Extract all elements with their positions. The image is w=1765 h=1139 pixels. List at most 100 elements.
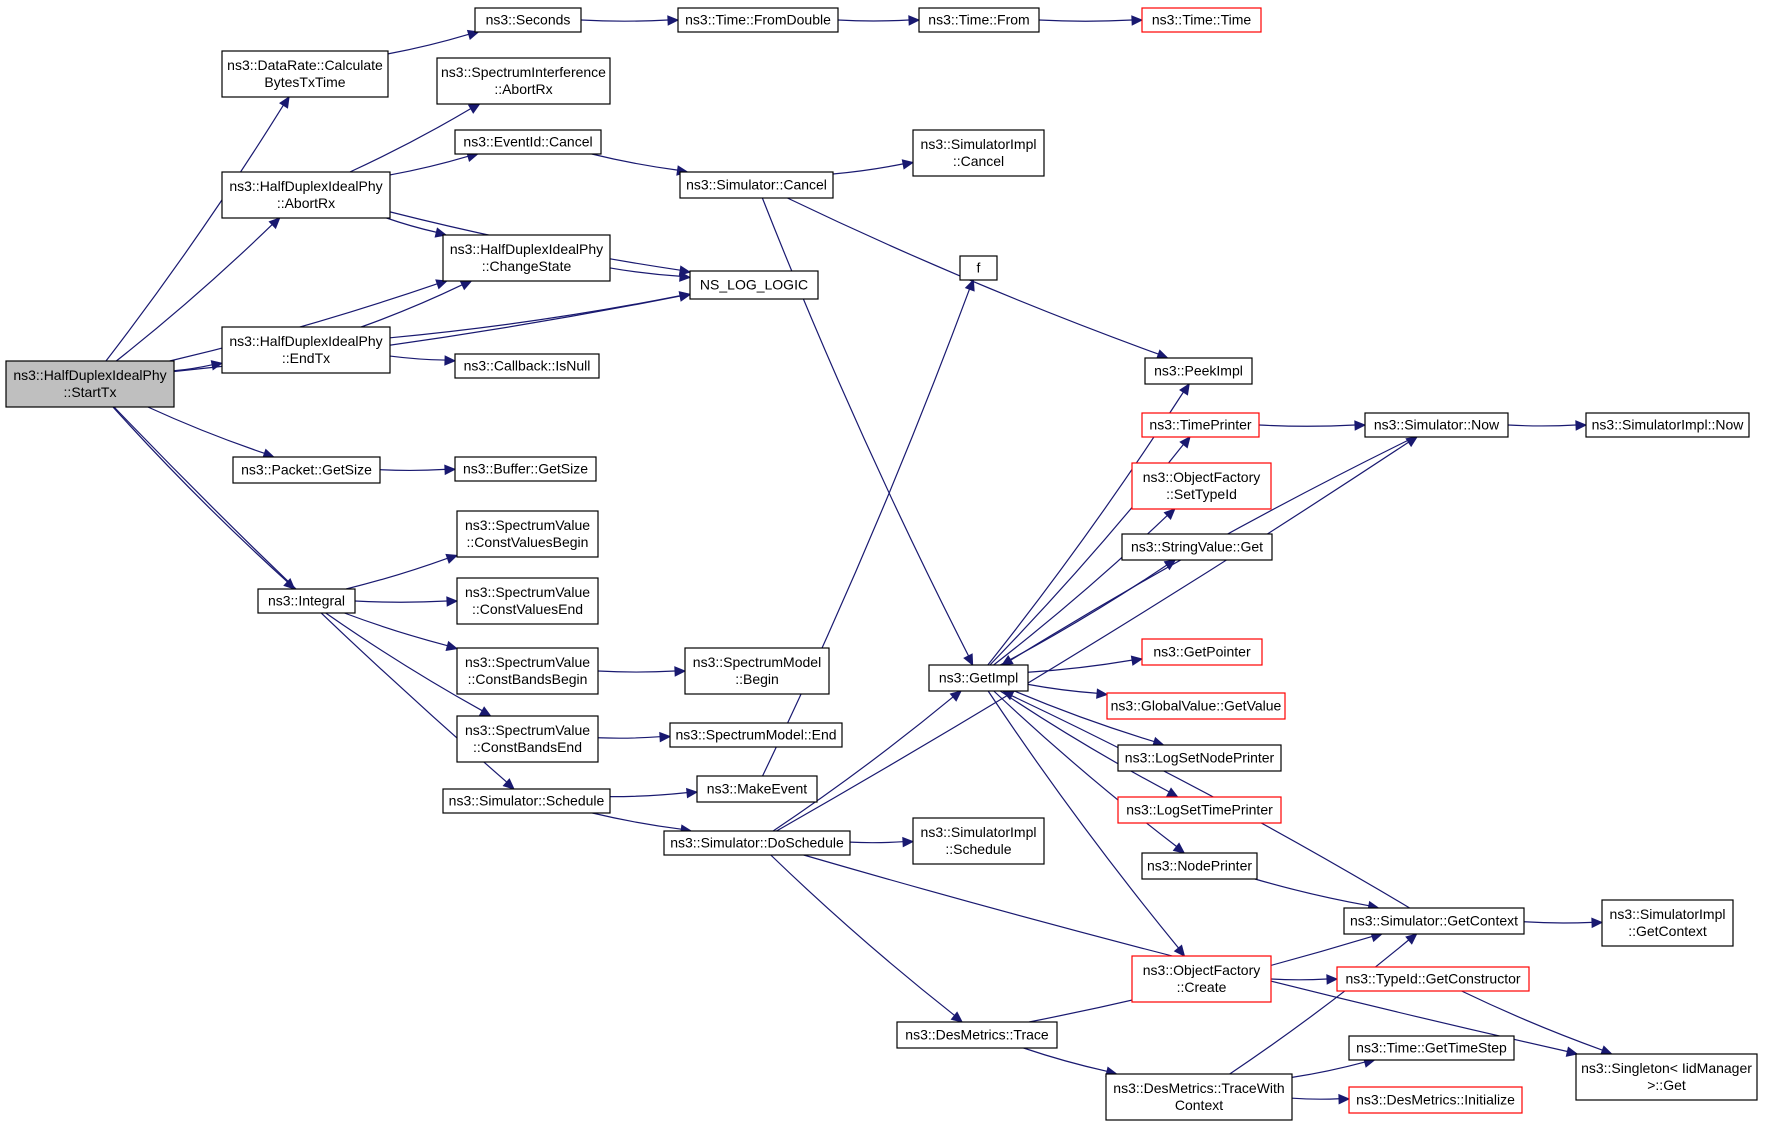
node-label: ns3::HalfDuplexIdealPhy	[229, 333, 382, 349]
node-ns3-simulatorimpl-cancel[interactable]: ns3::SimulatorImpl::Cancel	[912, 129, 1045, 177]
node-ns3-time-fromdouble[interactable]: ns3::Time::FromDouble	[677, 7, 839, 33]
node-label: ns3::SpectrumModel::End	[675, 727, 836, 743]
edge-arrowhead	[1163, 508, 1176, 521]
node-box	[1117, 796, 1282, 824]
edge-line	[344, 612, 448, 647]
node-ns3-makeevent[interactable]: ns3::MakeEvent	[696, 775, 818, 803]
edge-n49-to-n47	[1291, 1057, 1376, 1078]
node-ns-log-logic[interactable]: NS_LOG_LOGIC	[689, 270, 819, 300]
node-ns3-spectrumvalue-constbandsend[interactable]: ns3::SpectrumValue::ConstBandsEnd	[456, 715, 599, 763]
node-ns3-spectrummodel-begin[interactable]: ns3::SpectrumModel::Begin	[684, 647, 830, 695]
node-label: ns3::Buffer::GetSize	[463, 461, 588, 477]
node-f[interactable]: f	[959, 255, 998, 281]
node-label: ns3::GetPointer	[1153, 644, 1251, 660]
node-box	[1117, 744, 1282, 772]
node-label: ns3::PeekImpl	[1154, 363, 1243, 379]
edge-arrowhead	[1000, 655, 1014, 666]
node-ns3-simulator-schedule[interactable]: ns3::Simulator::Schedule	[442, 788, 611, 814]
node-ns3-callback-isnull[interactable]: ns3::Callback::IsNull	[454, 353, 600, 379]
edge-line	[147, 406, 265, 454]
node-box	[1141, 412, 1260, 438]
edge-n39-to-n19	[776, 436, 1419, 832]
node-label: ::Create	[1177, 979, 1227, 995]
edge-arrowhead	[679, 271, 692, 282]
node-ns3-halfduplexidealphy-endtx[interactable]: ns3::HalfDuplexIdealPhy::EndTx	[221, 326, 391, 374]
node-ns3-peekimpl[interactable]: ns3::PeekImpl	[1144, 357, 1253, 385]
node-ns3-simulatorimpl-now[interactable]: ns3::SimulatorImpl::Now	[1585, 412, 1750, 438]
node-ns3-spectrumvalue-constvaluesbegin[interactable]: ns3::SpectrumValue::ConstValuesBegin	[456, 510, 599, 558]
edge-n7-to-n12	[386, 217, 448, 238]
edge-line	[1523, 921, 1593, 924]
node-label: ns3::Time::Time	[1152, 12, 1252, 28]
node-ns3-spectrumvalue-constvaluesend[interactable]: ns3::SpectrumValue::ConstValuesEnd	[456, 577, 599, 625]
node-box	[454, 129, 602, 155]
node-ns3-simulator-getcontext[interactable]: ns3::Simulator::GetContext	[1343, 907, 1525, 935]
node-label: ns3::HalfDuplexIdealPhy	[13, 367, 166, 383]
node-ns3-nodeprinter[interactable]: ns3::NodePrinter	[1141, 852, 1258, 880]
node-ns3-integral[interactable]: ns3::Integral	[257, 588, 356, 614]
node-ns3-time-gettimestep[interactable]: ns3::Time::GetTimeStep	[1348, 1035, 1515, 1061]
node-box	[1106, 692, 1286, 720]
edge-n12-to-n13	[609, 267, 692, 282]
node-ns3-logsetnodeprinter[interactable]: ns3::LogSetNodePrinter	[1117, 744, 1282, 772]
node-ns3-simulatorimpl-getcontext[interactable]: ns3::SimulatorImpl::GetContext	[1601, 899, 1734, 947]
node-ns3-spectrummodel-end[interactable]: ns3::SpectrumModel::End	[669, 722, 843, 748]
edge-line	[1461, 990, 1603, 1051]
edge-line	[387, 33, 469, 55]
node-ns3-desmetrics-trace[interactable]: ns3::DesMetrics::Trace	[896, 1021, 1058, 1049]
node-ns3-timeprinter[interactable]: ns3::TimePrinter	[1141, 412, 1260, 438]
node-ns3-objectfactory-settypeid[interactable]: ns3::ObjectFactory::SetTypeId	[1131, 462, 1272, 510]
edge-line	[389, 155, 469, 176]
node-ns3-simulatorimpl-schedule[interactable]: ns3::SimulatorImpl::Schedule	[912, 817, 1045, 865]
node-ns3-desmetrics-initialize[interactable]: ns3::DesMetrics::Initialize	[1348, 1086, 1523, 1114]
node-box	[456, 715, 599, 763]
node-ns3-time-from[interactable]: ns3::Time::From	[918, 7, 1040, 33]
node-ns3-logsettimeprinter[interactable]: ns3::LogSetTimePrinter	[1117, 796, 1282, 824]
node-label: ns3::DesMetrics::Initialize	[1356, 1092, 1515, 1108]
node-label: ns3::GlobalValue::GetValue	[1111, 698, 1282, 714]
edge-n10-to-n17	[787, 197, 1169, 360]
node-box	[1141, 852, 1258, 880]
node-ns3-objectfactory-create[interactable]: ns3::ObjectFactory::Create	[1131, 955, 1272, 1003]
node-ns3-packet-getsize[interactable]: ns3::Packet::GetSize	[232, 456, 381, 484]
node-ns3-halfduplexidealphy-changestate[interactable]: ns3::HalfDuplexIdealPhy::ChangeState	[442, 234, 611, 282]
edge-arrowhead	[435, 279, 448, 290]
edge-line	[770, 854, 955, 1016]
edge-arrowhead	[268, 217, 281, 230]
node-ns3-getimpl[interactable]: ns3::GetImpl	[928, 664, 1029, 692]
node-ns3-halfduplexidealphy-starttx[interactable]: ns3::HalfDuplexIdealPhy::StartTx	[5, 360, 175, 408]
node-ns3-eventid-cancel[interactable]: ns3::EventId::Cancel	[454, 129, 602, 155]
node-ns3-singleton-iidmanager-get[interactable]: ns3::Singleton< IidManager >::Get	[1575, 1053, 1758, 1101]
node-ns3-globalvalue-getvalue[interactable]: ns3::GlobalValue::GetValue	[1106, 692, 1286, 720]
node-ns3-simulator-doschedule[interactable]: ns3::Simulator::DoSchedule	[663, 830, 851, 856]
edge-n10-to-n31	[761, 197, 974, 667]
node-ns3-seconds[interactable]: ns3::Seconds	[474, 7, 582, 33]
node-box	[669, 722, 843, 748]
edge-arrowhead	[1326, 974, 1339, 985]
node-ns3-buffer-getsize[interactable]: ns3::Buffer::GetSize	[454, 456, 597, 482]
node-ns3-halfduplexidealphy-abortrx[interactable]: ns3::HalfDuplexIdealPhy::AbortRx	[221, 171, 391, 219]
node-ns3-time-time[interactable]: ns3::Time::Time	[1141, 7, 1262, 33]
edge-n31-to-n30	[1027, 655, 1144, 673]
node-ns3-getpointer[interactable]: ns3::GetPointer	[1141, 638, 1263, 666]
node-ns3-simulator-cancel[interactable]: ns3::Simulator::Cancel	[679, 171, 834, 199]
node-ns3-stringvalue-get[interactable]: ns3::StringValue::Get	[1121, 533, 1273, 561]
edge-arrowhead	[1179, 382, 1190, 396]
edge-arrowhead	[674, 666, 687, 677]
node-ns3-typeid-getconstructor[interactable]: ns3::TypeId::GetConstructor	[1336, 966, 1530, 992]
node-ns3-spectruminterference-abortrx[interactable]: ns3::SpectrumInterference::AbortRx	[436, 57, 611, 105]
node-label: ns3::LogSetTimePrinter	[1126, 802, 1273, 818]
node-box	[442, 234, 611, 282]
node-box	[912, 817, 1045, 865]
node-box	[1348, 1086, 1523, 1114]
node-box	[1141, 7, 1262, 33]
node-label: ns3::SpectrumValue	[465, 517, 590, 533]
node-ns3-spectrumvalue-constbandsbegin[interactable]: ns3::SpectrumValue::ConstBandsBegin	[456, 647, 599, 695]
node-label: ns3::Callback::IsNull	[464, 358, 591, 374]
node-label: ::Schedule	[945, 841, 1011, 857]
node-ns3-simulator-now[interactable]: ns3::Simulator::Now	[1364, 412, 1509, 438]
node-label: ns3::DesMetrics::TraceWith	[1113, 1080, 1284, 1096]
edge-n9-to-n10	[591, 153, 689, 176]
